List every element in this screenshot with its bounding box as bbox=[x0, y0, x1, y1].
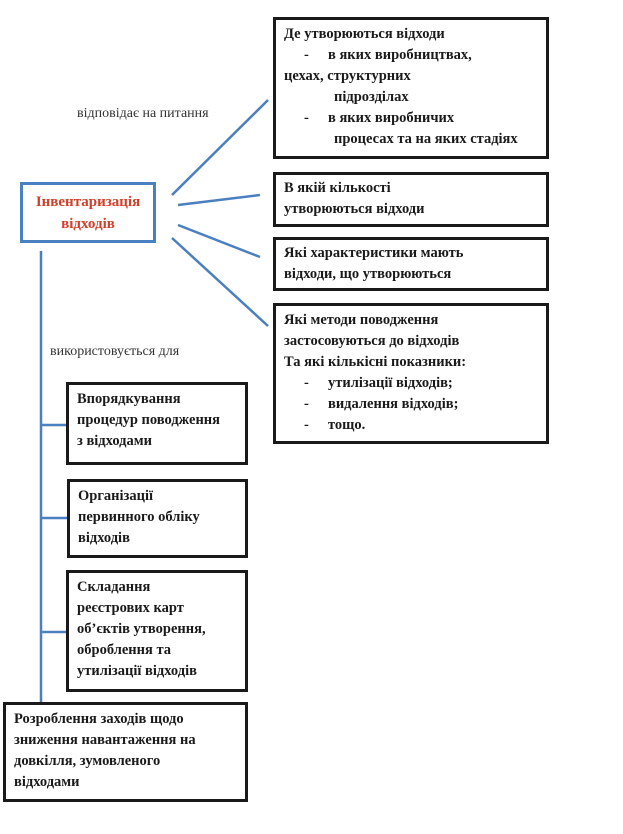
question-methods: Які методи поводження застосовуються до … bbox=[273, 303, 549, 444]
text-line: процесах та на яких стадіях bbox=[334, 131, 518, 147]
question-characteristics: Які характеристики мають відходи, що утв… bbox=[273, 237, 549, 291]
text-line: застосовуються до відходів bbox=[284, 333, 460, 349]
use-measures: Розроблення заходів щодо зниження навант… bbox=[3, 702, 248, 802]
used-for-label: використовується для bbox=[50, 344, 180, 359]
text-line: цехах, структурних bbox=[284, 68, 411, 84]
answers-label: відповідає на питання bbox=[77, 106, 209, 121]
text-line: відходи, що утворюються bbox=[284, 266, 452, 282]
text-line: Складання bbox=[77, 579, 151, 595]
connector-q4 bbox=[171, 237, 269, 327]
inventory-node: Інвентаризація відходів bbox=[20, 182, 156, 243]
text-line: зниження навантаження на bbox=[14, 732, 196, 748]
text-line: реєстрових карт bbox=[77, 600, 184, 616]
bullet-item: тощо. bbox=[328, 417, 366, 433]
bullet-item: видалення відходів; bbox=[328, 396, 459, 412]
text-line: об’єктів утворення, bbox=[77, 621, 206, 637]
text-line: Які характеристики мають bbox=[284, 245, 464, 261]
text-line: В якій кількості bbox=[284, 180, 391, 196]
center-line1: Інвентаризація bbox=[35, 194, 141, 210]
text-line: утилізації відходів bbox=[77, 663, 197, 679]
use-accounting: Організації первинного обліку відходів bbox=[67, 479, 248, 558]
text-line: Де утворюються відходи bbox=[284, 26, 445, 42]
text-line: підрозділах bbox=[334, 89, 409, 105]
text-line: довкілля, зумовленого bbox=[14, 753, 161, 769]
question-where: Де утворюються відходи -в яких виробницт… bbox=[273, 17, 549, 159]
question-quantity: В якій кількості утворюються відходи bbox=[273, 172, 549, 227]
bullet-item: в яких виробництвах, bbox=[328, 47, 472, 63]
text-line: первинного обліку bbox=[78, 509, 200, 525]
connector-q1 bbox=[171, 99, 269, 196]
use-registry-cards: Складання реєстрових карт об’єктів утвор… bbox=[66, 570, 248, 692]
text-line: відходів bbox=[78, 530, 130, 546]
text-line: з відходами bbox=[77, 433, 152, 449]
text-line: оброблення та bbox=[77, 642, 172, 658]
text-line: утворюються відходи bbox=[284, 201, 425, 217]
text-line: відходами bbox=[14, 774, 80, 790]
connector-q3 bbox=[177, 223, 261, 259]
connector-q2 bbox=[177, 193, 261, 207]
text-line: Розроблення заходів щодо bbox=[14, 711, 184, 727]
text-line: Які методи поводження bbox=[284, 312, 439, 328]
bullet-item: в яких виробничих bbox=[328, 110, 455, 126]
bullet-item: утилізації відходів; bbox=[328, 375, 453, 391]
center-line2: відходів bbox=[61, 216, 115, 232]
text-line: процедур поводження bbox=[77, 412, 220, 428]
text-line: Та які кількісні показники: bbox=[284, 354, 467, 370]
text-line: Організації bbox=[78, 488, 154, 504]
text-line: Впорядкування bbox=[77, 391, 181, 407]
use-procedures: Впорядкування процедур поводження з відх… bbox=[66, 382, 248, 465]
